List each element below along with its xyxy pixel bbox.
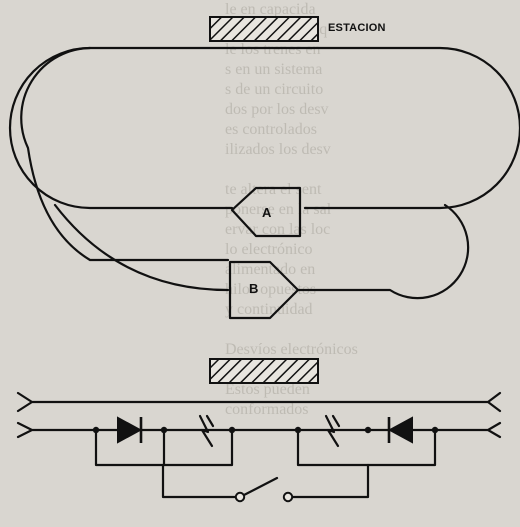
rail-lower — [16, 421, 502, 439]
switch — [234, 476, 294, 503]
diode-right — [387, 416, 413, 444]
inner-reversing-loop — [20, 46, 470, 300]
rail-upper — [16, 391, 502, 413]
inner-loop-connector — [53, 203, 230, 292]
insulation-gap-right — [324, 414, 341, 448]
station-label: ESTACION — [328, 22, 386, 34]
insulation-gap-left — [198, 414, 215, 448]
background-text-line: s de un circuito — [225, 81, 324, 98]
node-b-shape — [228, 260, 300, 320]
background-text-line: dos por los desv — [225, 101, 329, 118]
background-text-line: es controlados — [225, 121, 317, 138]
outer-track-loop — [8, 46, 520, 210]
background-text-line: Desvíos electrónicos — [225, 341, 358, 358]
diode-left — [117, 416, 143, 444]
node-a-label: A — [262, 205, 272, 220]
background-text-line: y continuidad — [225, 301, 313, 318]
background-text-line: ilizados los desv — [225, 141, 331, 158]
background-text-line: ponerse en la sal — [225, 201, 332, 218]
node-b-label: B — [249, 281, 259, 296]
circuit-switch-wiring — [161, 463, 370, 499]
junction-dots — [92, 426, 439, 434]
background-text-line: lo electrónico — [225, 241, 313, 258]
node-a-shape — [230, 186, 302, 238]
background-text-line: alimentado en — [225, 261, 316, 278]
background-text-line: ervar con las loc — [225, 221, 331, 238]
background-text-line: le los trenes en — [225, 41, 321, 58]
background-text-line: le en capacida — [225, 1, 316, 18]
background-text-line: s en un sistema — [225, 61, 323, 78]
background-text-line: conformados — [225, 401, 309, 418]
background-text-line: Estos pueden — [225, 381, 310, 398]
station-platform-top — [209, 16, 319, 42]
circuit-right — [296, 428, 437, 467]
station-platform-bottom — [209, 358, 319, 384]
